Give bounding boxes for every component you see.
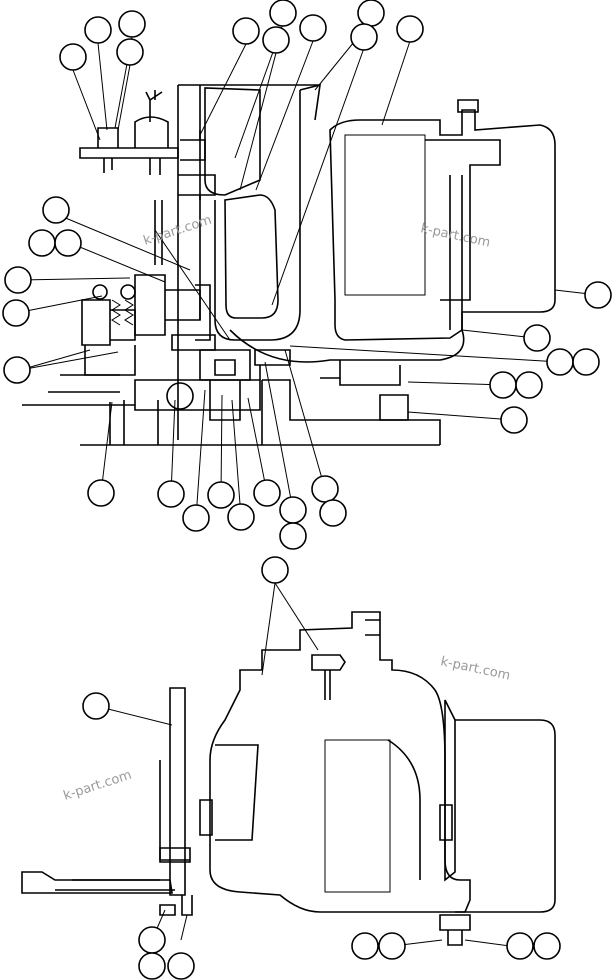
upper-view xyxy=(22,83,556,446)
watermark-text: k-part.com xyxy=(439,654,511,683)
callouts-upper xyxy=(2,0,612,550)
watermark-text: k-part.com xyxy=(419,221,491,250)
watermark-text: k-part.com xyxy=(62,768,134,804)
callouts-lower xyxy=(82,556,561,980)
